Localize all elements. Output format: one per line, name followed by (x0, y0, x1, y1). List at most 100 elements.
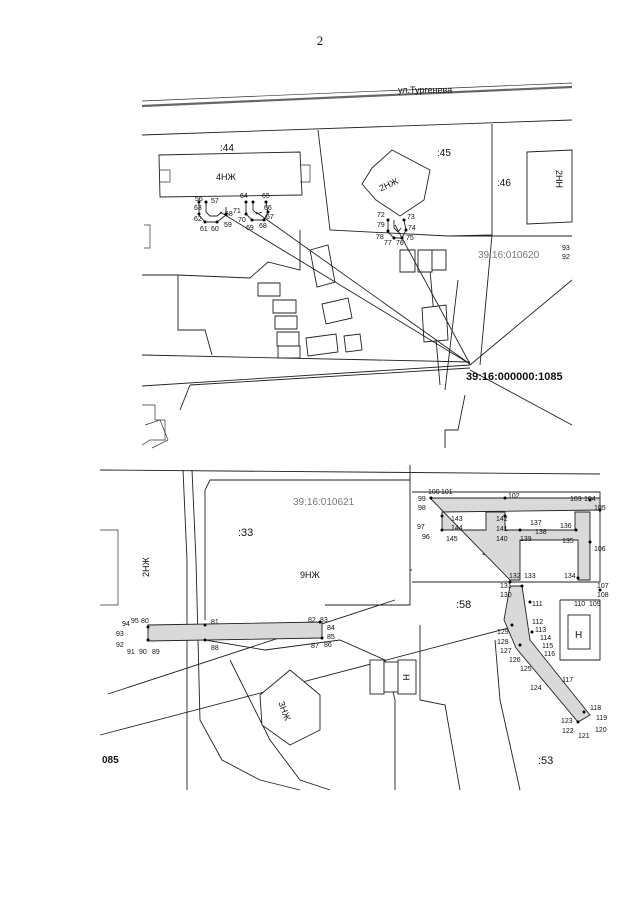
svg-text:109: 109 (589, 601, 601, 608)
svg-text:141: 141 (496, 526, 508, 533)
svg-text:85: 85 (327, 634, 335, 641)
svg-text:111: 111 (532, 601, 543, 608)
point-labels-bottom: 100 101 99 98 102 103 104 105 97 96 143 … (116, 489, 609, 740)
svg-text:63: 63 (194, 205, 202, 212)
svg-text:95: 95 (131, 618, 139, 625)
svg-text:125: 125 (520, 666, 532, 673)
building-n-inner (567, 614, 591, 650)
svg-text:116: 116 (544, 651, 555, 658)
svg-text:81: 81 (211, 619, 219, 626)
svg-text:117: 117 (562, 677, 573, 684)
building-4nzh (158, 151, 303, 198)
svg-text:142: 142 (496, 516, 508, 523)
svg-text:82: 82 (308, 617, 316, 624)
svg-text:128: 128 (497, 639, 509, 646)
parcel-label-53: :53 (538, 755, 553, 767)
svg-text:121: 121 (578, 733, 590, 740)
svg-text:132: 132 (509, 573, 521, 580)
svg-text:60: 60 (211, 226, 219, 233)
svg-text:80: 80 (141, 618, 149, 625)
point-labels-left: 56 57 63 58 62 61 60 59 (194, 196, 233, 233)
svg-text:101: 101 (441, 489, 453, 496)
building-label-2nzh: 2НЖ (141, 556, 151, 577)
parcel-label-44: :44 (220, 143, 234, 154)
building-label-9nzh: 9НЖ (300, 570, 321, 580)
svg-text:139: 139 (520, 536, 532, 543)
svg-text:133: 133 (524, 573, 536, 580)
svg-text:140: 140 (496, 536, 508, 543)
svg-text:75: 75 (406, 235, 414, 242)
svg-text:103: 103 (570, 496, 582, 503)
building-label-4nzh: 4НЖ (216, 172, 237, 182)
cadastral-block-label: 39:16:010621 (293, 497, 355, 508)
building-n-right (559, 599, 601, 661)
svg-text:144: 144 (451, 525, 463, 532)
svg-text:137: 137 (530, 520, 542, 527)
parcel-label-45: :45 (437, 148, 451, 159)
svg-text:123: 123 (561, 718, 573, 725)
svg-text:104: 104 (584, 496, 596, 503)
shed (369, 659, 385, 695)
svg-text:68: 68 (259, 223, 267, 230)
svg-text:96: 96 (422, 534, 430, 541)
svg-text:107: 107 (597, 583, 609, 590)
svg-text:84: 84 (327, 625, 335, 632)
svg-text:127: 127 (500, 648, 512, 655)
svg-text:74: 74 (408, 225, 416, 232)
street-label: ул.Тургенева (398, 85, 452, 95)
svg-text:126: 126 (509, 657, 521, 664)
building-label-2nn: 2НН (554, 170, 564, 188)
svg-text:64: 64 (240, 193, 248, 200)
svg-text:93: 93 (116, 631, 124, 638)
cadastral-block-label: 39:16:010620 (478, 250, 540, 261)
contour-left (197, 200, 228, 224)
svg-text:120: 120 (595, 727, 607, 734)
svg-text:Н: Н (401, 674, 411, 681)
svg-text:65: 65 (262, 193, 270, 200)
parcel-label-33: :33 (238, 527, 253, 539)
svg-text:122: 122 (562, 728, 574, 735)
svg-text:69: 69 (246, 225, 254, 232)
svg-text:105: 105 (594, 505, 606, 512)
svg-text:70: 70 (238, 217, 246, 224)
svg-text:119: 119 (596, 715, 607, 722)
svg-text:71: 71 (233, 208, 241, 215)
svg-text:145: 145 (446, 536, 458, 543)
shed-group (257, 244, 449, 359)
svg-text:78: 78 (376, 234, 384, 241)
svg-text:76: 76 (396, 240, 404, 247)
contour-strip-west (147, 621, 323, 642)
svg-text:106: 106 (594, 546, 606, 553)
svg-text:138: 138 (535, 529, 547, 536)
svg-text:108: 108 (597, 592, 609, 599)
svg-text:94: 94 (122, 621, 130, 628)
cadastral-number-label: 39:16:000000:1085 (466, 371, 563, 383)
contour-strip-diagonal (503, 585, 591, 723)
svg-text:118: 118 (590, 705, 601, 712)
svg-text:97: 97 (417, 524, 425, 531)
svg-text:102: 102 (508, 493, 520, 500)
svg-text:58: 58 (225, 211, 233, 218)
svg-text:98: 98 (418, 505, 426, 512)
parcel-boundary (141, 119, 573, 136)
svg-text:83: 83 (320, 617, 328, 624)
svg-text:110: 110 (574, 601, 585, 608)
svg-text:87: 87 (311, 643, 319, 650)
svg-text:143: 143 (451, 516, 463, 523)
parcel-label-46: :46 (497, 178, 511, 189)
edge-label-085: 085 (102, 755, 119, 766)
svg-text:99: 99 (418, 496, 426, 503)
contour-right (386, 218, 408, 240)
svg-text:66: 66 (264, 205, 272, 212)
svg-text:61: 61 (200, 226, 208, 233)
edge-label: 92 (562, 254, 570, 261)
parcel-label-58: :58 (456, 599, 471, 611)
svg-text:77: 77 (384, 240, 392, 247)
svg-text:91: 91 (127, 649, 135, 656)
svg-text:115: 115 (542, 643, 553, 650)
ray-lines (219, 211, 471, 365)
svg-text:130: 130 (500, 592, 512, 599)
svg-text:62: 62 (194, 216, 202, 223)
building-n (397, 659, 417, 695)
svg-text:86: 86 (324, 642, 332, 649)
